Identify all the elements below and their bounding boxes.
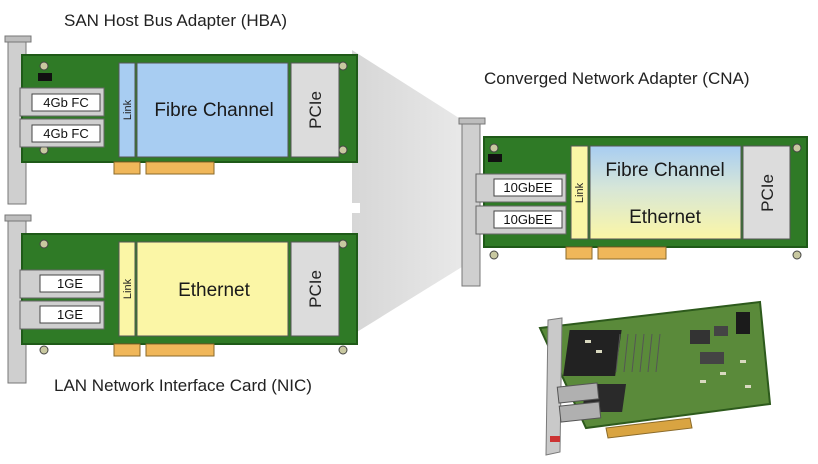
nic-card: 1GE 1GE Link Ethernet PCIe [4,214,358,384]
photo-heatsink [563,330,622,376]
nic-link-label: Link [122,278,134,299]
photo-port-1 [556,382,600,404]
funnel-shape [352,50,470,335]
hba-fibre-channel-block [136,62,289,158]
cna-edge-connector [565,246,593,260]
nic-link-block [118,241,136,337]
nic-pcie-block [290,241,340,337]
hba-port-2-label: 4Gb FC [43,126,89,141]
cna-card: 10GbEE 10GbEE Link Fibre Channel Etherne… [458,117,808,287]
cna-pcie-label: PCIe [758,174,777,212]
cna-photo [538,300,772,456]
cna-function-1-label: Fibre Channel [605,160,724,181]
cna-caption: Converged Network Adapter (CNA) [484,69,750,88]
cna-link-label: Link [574,182,586,203]
photo-edge-connector [605,417,693,439]
divider-band [0,203,360,213]
nic-edge-connector [113,343,141,357]
photo-bracket [545,317,563,456]
nic-function-label: Ethernet [178,280,251,301]
cna-function-2-label: Ethernet [629,207,702,228]
nic-port-1-label: 1GE [57,276,83,291]
hba-edge-connector [113,161,141,175]
cna-link-block [570,145,589,240]
hba-card: 4Gb FC 4Gb FC Link Fibre Channel PCIe [4,35,358,205]
nic-caption: LAN Network Interface Card (NIC) [54,376,312,395]
cna-pcie-block [742,145,791,240]
hba-link-label: Link [122,99,134,120]
hba-caption: SAN Host Bus Adapter (HBA) [64,11,287,30]
hba-link-block [118,62,136,158]
hba-port-1-label: 4Gb FC [43,95,89,110]
hba-pcie-label: PCIe [306,91,325,129]
nic-port-2-label: 1GE [57,307,83,322]
nic-ethernet-block [136,241,289,337]
photo-port-2 [558,401,602,423]
cna-port-2-label: 10GbEE [503,212,552,227]
hba-pcie-block [290,62,340,158]
nic-pcie-label: PCIe [306,270,325,308]
hba-function-label: Fibre Channel [154,100,273,121]
cna-port-1-label: 10GbEE [503,180,552,195]
cna-converged-block [589,145,742,240]
